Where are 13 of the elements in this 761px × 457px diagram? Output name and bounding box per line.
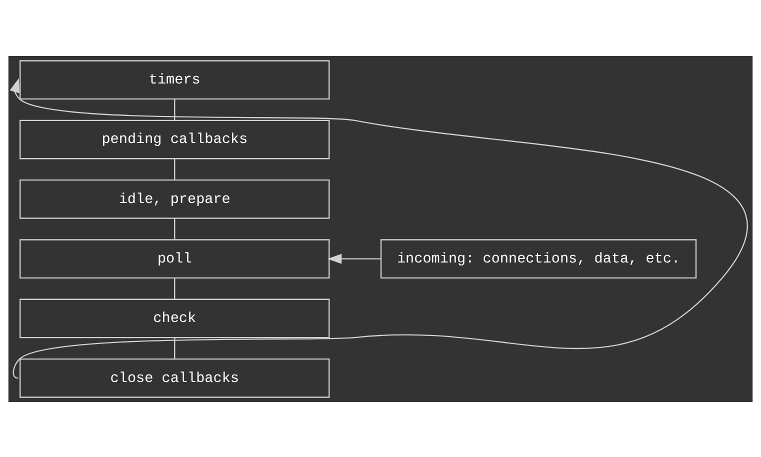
node-box: incoming: connections, data, etc. (380, 238, 697, 278)
connector (174, 337, 176, 358)
node-box: pending callbacks (20, 119, 330, 159)
node-box: check (20, 298, 330, 338)
node-box: poll (20, 238, 330, 278)
connector (174, 158, 176, 180)
connector (174, 218, 176, 239)
node-box: timers (20, 60, 330, 100)
node-box: close callbacks (20, 358, 330, 398)
connector (174, 278, 176, 299)
arrow (327, 253, 382, 264)
node-box: idle, prepare (20, 178, 330, 218)
connector (174, 98, 176, 120)
